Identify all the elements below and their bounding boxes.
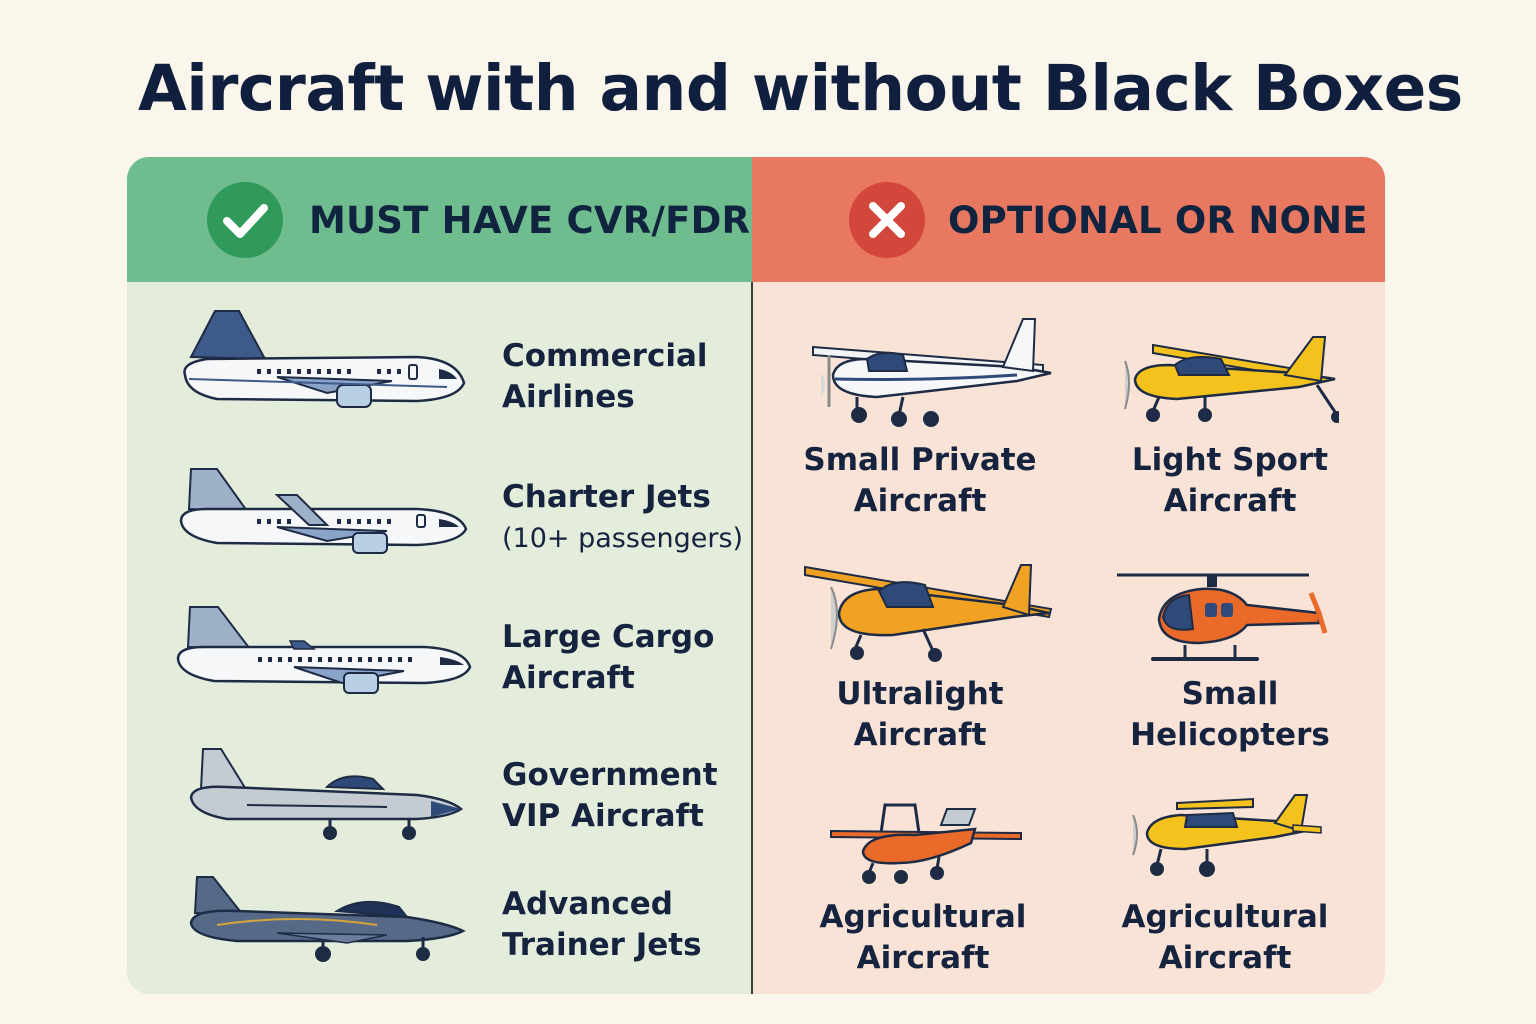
label-line1: Advanced <box>502 886 673 922</box>
vip-jet-icon <box>187 745 467 845</box>
label-line2: Aircraft <box>1158 940 1292 976</box>
optional-header-label: OPTIONAL OR NONE <box>948 199 1368 242</box>
required-header-label: MUST HAVE CVR/FDR <box>309 199 751 242</box>
column-divider <box>751 282 753 994</box>
label-line1: Commercial <box>502 338 708 374</box>
small-private-label: Small Private Aircraft <box>790 440 1050 522</box>
cross-icon <box>849 182 925 258</box>
agricultural-plane-icon <box>1125 791 1323 885</box>
light-sport-plane-icon <box>1117 331 1339 431</box>
commercial-airlines-label: Commercial Airlines <box>502 336 708 418</box>
label-line1: Small <box>1181 676 1279 712</box>
light-sport-label: Light Sport Aircraft <box>1100 440 1360 522</box>
comparison-panel: MUST HAVE CVR/FDR OPTIONAL OR NONE Com <box>127 157 1385 994</box>
label-line2: (10+ passengers) <box>502 523 744 554</box>
airliner-icon <box>177 307 469 417</box>
page-title: Aircraft with and without Black Boxes <box>138 52 1463 125</box>
small-helicopters-label: Small Helicopters <box>1100 674 1360 756</box>
agricultural-label-1: Agricultural Aircraft <box>793 897 1053 979</box>
agricultural-label-2: Agricultural Aircraft <box>1095 897 1355 979</box>
private-plane-icon <box>807 315 1057 429</box>
label-line2: Aircraft <box>502 660 635 696</box>
trainer-jet-icon <box>187 873 467 967</box>
label-line1: Ultralight <box>836 676 1004 712</box>
label-line2: Aircraft <box>853 717 987 753</box>
label-line2: Helicopters <box>1130 717 1330 753</box>
advanced-trainer-label: Advanced Trainer Jets <box>502 884 702 966</box>
label-line2: Aircraft <box>1163 483 1297 519</box>
label-line1: Light Sport <box>1131 442 1329 478</box>
required-column <box>127 157 752 994</box>
charter-jet-icon <box>177 465 469 555</box>
label-line2: Aircraft <box>853 483 987 519</box>
cargo-aircraft-icon <box>174 603 474 695</box>
label-line1: Small Private <box>803 442 1037 478</box>
check-icon <box>207 182 283 258</box>
charter-jets-label: Charter Jets (10+ passengers) <box>502 477 743 559</box>
label-line2: Airlines <box>502 379 635 415</box>
label-line1: Charter Jets <box>502 479 711 515</box>
label-line1: Agricultural <box>1121 899 1329 935</box>
optional-header: OPTIONAL OR NONE <box>752 157 1385 282</box>
label-line1: Agricultural <box>819 899 1027 935</box>
helicopter-icon <box>1115 571 1331 669</box>
required-header: MUST HAVE CVR/FDR <box>127 157 752 282</box>
agricultural-plane-icon <box>829 799 1025 887</box>
label-line1: Large Cargo <box>502 619 715 655</box>
government-vip-label: Government VIP Aircraft <box>502 755 718 837</box>
ultralight-label: Ultralight Aircraft <box>790 674 1050 756</box>
label-line1: Government <box>502 757 718 793</box>
label-line2: Trainer Jets <box>502 927 702 963</box>
ultralight-plane-icon <box>803 563 1055 665</box>
label-line2: Aircraft <box>856 940 990 976</box>
large-cargo-label: Large Cargo Aircraft <box>502 617 714 699</box>
label-line2: VIP Aircraft <box>502 798 704 834</box>
